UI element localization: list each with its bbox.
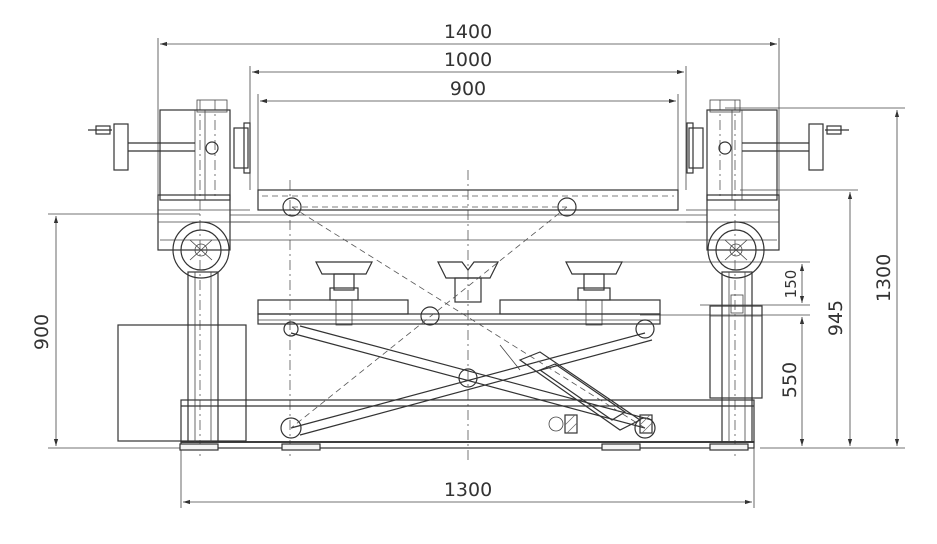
dimension-945: 945: [740, 189, 858, 446]
dimension-1300-horizontal-label: 1300: [444, 479, 492, 501]
side-frame-right: [686, 99, 780, 251]
dimension-1400: 1400: [157, 21, 780, 200]
hydraulic-cylinder: [499, 344, 642, 431]
control-box-left: [117, 324, 247, 442]
hatched-blocks: [564, 414, 653, 434]
control-box-right: [709, 305, 763, 399]
dimension-1300-vertical-label: 1300: [873, 254, 895, 302]
wheel-left: [172, 221, 230, 279]
dimension-945-label: 945: [825, 300, 847, 336]
scissor-arms: [280, 325, 656, 439]
column-left: [187, 271, 219, 443]
dimension-1300-horizontal: 1300: [180, 440, 755, 508]
dimension-900: 900: [257, 78, 679, 190]
crank-handle-right: [686, 122, 849, 174]
dimension-150: 150: [615, 261, 810, 306]
dimension-900-label: 900: [450, 78, 486, 100]
dimension-900-vertical-label: 900: [31, 314, 53, 350]
crank-handle-left: [88, 122, 251, 174]
dimension-1300-vertical: 1300: [725, 107, 905, 449]
dimension-550: 550: [640, 314, 810, 446]
dimension-1000: 1000: [249, 49, 687, 190]
wheel-right: [707, 221, 765, 279]
dimension-150-label: 150: [782, 270, 800, 299]
dimension-1400-label: 1400: [444, 21, 492, 43]
clamp-left: [315, 261, 373, 326]
extended-position-outline: [290, 206, 646, 429]
clamp-center: [437, 261, 499, 303]
dimension-1000-label: 1000: [444, 49, 492, 71]
dimension-900-vertical: 900: [31, 213, 200, 449]
base-frame: [179, 399, 755, 451]
side-frame-left: [157, 99, 250, 251]
column-right: [721, 271, 753, 443]
dimension-550-label: 550: [779, 362, 801, 398]
roller-beam: [160, 189, 777, 241]
clamp-right: [565, 261, 623, 326]
lift-platform: [257, 299, 661, 339]
